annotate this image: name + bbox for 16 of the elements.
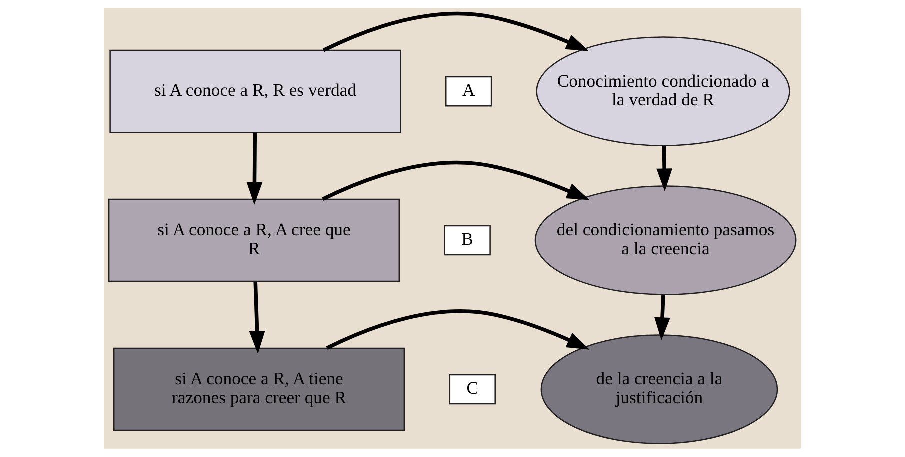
arrow	[249, 282, 266, 354]
node-box: si A conoce a R, R es verdad	[110, 50, 402, 134]
arrow	[326, 310, 590, 350]
node-box: C	[449, 374, 496, 405]
arrow	[322, 160, 590, 202]
node-ellipse: del condicionamiento pasamos a la creencia	[534, 186, 797, 296]
node-box: si A conoce a R, A cree que R	[108, 198, 400, 282]
arrow	[656, 146, 673, 192]
node-box: si A conoce a R, A tiene razones para creer que R	[113, 348, 406, 432]
node-ellipse: de la creencia a la justificación	[540, 334, 778, 444]
node-box: B	[444, 225, 491, 256]
node-ellipse: Conocimiento condicionado a la verdad de R	[536, 36, 790, 146]
arrow	[322, 12, 590, 52]
arrow	[246, 132, 263, 206]
node-box: A	[446, 76, 492, 107]
arrow	[654, 294, 670, 340]
